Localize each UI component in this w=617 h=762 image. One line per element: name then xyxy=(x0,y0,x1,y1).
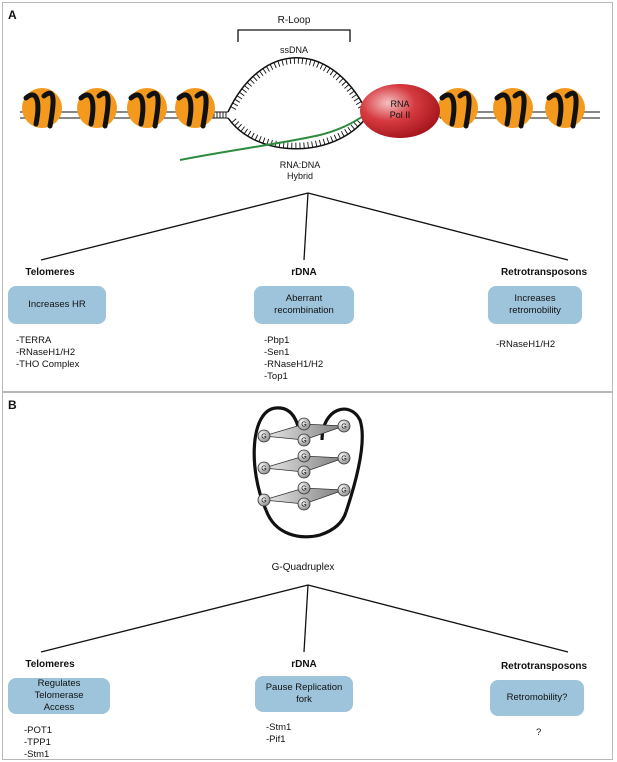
b-effect-text-rdna-1: Pause Replication xyxy=(265,682,343,693)
list-item: -Stm1 xyxy=(24,749,50,760)
svg-text:G: G xyxy=(301,454,306,461)
nucleosomes xyxy=(22,88,585,129)
a-branch-title-retrotransposons: Retrotransposons xyxy=(500,267,588,278)
list-item: -TERRA xyxy=(16,335,52,346)
list-item: -POT1 xyxy=(24,725,52,736)
hybrid-label-1: RNA:DNA xyxy=(279,160,321,170)
list-item: -Sen1 xyxy=(264,347,290,358)
polymerase-label-1: RNA xyxy=(390,99,410,109)
svg-text:G: G xyxy=(301,438,306,445)
panel-b-letter: B xyxy=(8,398,17,412)
g-quadruplex-label: G-Quadruplex xyxy=(271,562,335,573)
b-branch-title-rdna: rDNA xyxy=(291,659,317,670)
rna-strand xyxy=(179,113,367,161)
rloop-bracket xyxy=(237,29,351,42)
svg-text:G: G xyxy=(341,488,346,495)
b-effect-text-rdna-2: fork xyxy=(296,694,312,705)
template-dna-strand xyxy=(227,117,367,150)
a-effect-text-rdna-2: recombination xyxy=(274,305,334,316)
b-factor-list-telomeres: -POT1 -TPP1 -Stm1 xyxy=(24,725,52,761)
b-branch-title-telomeres: Telomeres xyxy=(25,659,75,670)
svg-text:G: G xyxy=(261,498,266,505)
polymerase-label-2: Pol II xyxy=(389,110,411,120)
list-item: -Pbp1 xyxy=(264,335,290,346)
b-effect-text-telomeres-1: Regulates Telomerase xyxy=(34,678,84,701)
a-factor-list-retrotransposons: -RNaseH1/H2 xyxy=(496,339,555,351)
a-effect-box-telomeres: Increases HR xyxy=(8,286,106,324)
ssdna-strand xyxy=(227,57,367,113)
list-item: -THO Complex xyxy=(16,359,80,370)
list-item: ? xyxy=(536,727,542,738)
rloop-label: R-Loop xyxy=(277,15,311,26)
svg-text:G: G xyxy=(261,466,266,473)
b-effect-text-retro: Retromobility? xyxy=(506,692,568,703)
list-item: -RNaseH1/H2 xyxy=(16,347,76,358)
list-item: -TPP1 xyxy=(24,737,51,748)
list-item: -Pif1 xyxy=(266,734,286,745)
a-effect-text-retro-2: retromobility xyxy=(509,305,561,316)
svg-text:G: G xyxy=(301,502,306,509)
panel-a-letter: A xyxy=(8,8,17,22)
rna-pol-ii xyxy=(360,84,440,138)
svg-text:G: G xyxy=(261,434,266,441)
svg-text:G: G xyxy=(301,470,306,477)
panel-b xyxy=(2,392,613,760)
a-effect-text-retro-1: Increases xyxy=(514,293,556,304)
a-factor-list-telomeres: -TERRA -RNaseH1/H2 -THO Complex xyxy=(16,335,79,371)
b-effect-box-rdna: Pause Replication fork xyxy=(255,676,353,712)
a-effect-text-telomeres: Increases HR xyxy=(28,299,86,310)
list-item: -RNaseH1/H2 xyxy=(264,359,324,370)
b-factor-list-retrotransposons: ? xyxy=(536,727,541,739)
svg-text:G: G xyxy=(301,422,306,429)
a-effect-text-rdna-1: Aberrant xyxy=(285,293,323,304)
tree-b-lines xyxy=(40,584,569,653)
hybrid-label-2: Hybrid xyxy=(286,171,314,181)
tree-a-lines xyxy=(40,192,569,261)
b-effect-text-telomeres-2: Access xyxy=(43,702,75,713)
b-effect-box-telomeres: Regulates Telomerase Access xyxy=(8,678,110,714)
list-item: -Stm1 xyxy=(266,722,292,733)
a-branch-title-rdna: rDNA xyxy=(291,267,317,278)
a-effect-box-rdna: Aberrant recombination xyxy=(254,286,354,324)
g-quadruplex-structure: G G G G G G G G G G G G xyxy=(252,406,364,539)
svg-text:G: G xyxy=(341,424,346,431)
list-item: -Top1 xyxy=(264,371,288,382)
b-factor-list-rdna: -Stm1 -Pif1 xyxy=(266,722,291,746)
a-factor-list-rdna: -Pbp1 -Sen1 -RNaseH1/H2 -Top1 xyxy=(264,335,323,383)
ssdna-label: ssDNA xyxy=(279,45,309,55)
svg-text:G: G xyxy=(341,456,346,463)
panel-a xyxy=(2,2,613,392)
b-effect-box-retrotransposons: Retromobility? xyxy=(490,680,584,716)
svg-text:G: G xyxy=(301,486,306,493)
a-branch-title-telomeres: Telomeres xyxy=(25,267,75,278)
a-effect-box-retrotransposons: Increases retromobility xyxy=(488,286,582,324)
b-branch-title-retrotransposons: Retrotransposons xyxy=(500,661,588,672)
list-item: -RNaseH1/H2 xyxy=(496,339,556,350)
